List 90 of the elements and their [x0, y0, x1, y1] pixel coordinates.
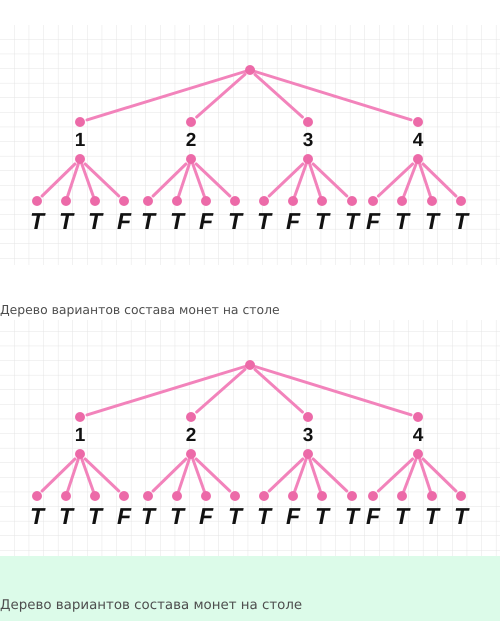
branch-line [268, 162, 304, 198]
leaf-letter: T [394, 505, 410, 528]
leaf-letter: T [58, 505, 74, 528]
branch-line [194, 458, 232, 492]
leaf-letter: T [88, 210, 102, 233]
figure-caption: Дерево вариантов состава монет на столе [0, 302, 280, 317]
branch-number: 1 [74, 424, 86, 448]
branch-line [422, 162, 458, 198]
leaf-letter: F [286, 210, 300, 233]
leaf-letter: T [454, 210, 468, 233]
tree-node [73, 117, 87, 164]
branch-number: 2 [186, 129, 196, 153]
leaf-letter: T [88, 505, 102, 528]
branch-line [80, 458, 95, 492]
leaf-letter: T [424, 210, 440, 233]
leaf-letter: T [314, 505, 330, 528]
branch-line [177, 162, 191, 198]
branch-line [402, 162, 418, 198]
tree-node [184, 117, 198, 164]
tree-node [73, 412, 87, 459]
branch-line [422, 458, 458, 492]
branch-line [195, 368, 246, 414]
branch-line [194, 162, 232, 198]
leaf-letter: T [256, 210, 272, 233]
leaf-letter: F [366, 210, 380, 233]
branch-number: 2 [186, 424, 196, 448]
leaf-letter: T [170, 505, 184, 528]
leaf-letter: F [366, 505, 380, 528]
tree-node [411, 412, 425, 459]
branch-line [191, 458, 206, 492]
leaf-letter: T [170, 210, 184, 233]
branch-line [254, 368, 304, 414]
tree-node [411, 117, 425, 164]
leaf-letter: T [454, 505, 468, 528]
branch-line [418, 458, 432, 492]
branch-line [312, 458, 348, 492]
leaf-letter: T [30, 505, 44, 528]
branch-line [86, 70, 246, 122]
leaf-letter: T [394, 210, 410, 233]
branch-line [177, 458, 191, 492]
branch-line [293, 458, 308, 492]
branch-line [66, 458, 80, 492]
branch-line [254, 70, 412, 122]
branch-line [152, 458, 188, 492]
branch-line [40, 162, 76, 198]
leaf-letter: T [344, 505, 360, 528]
leaf-letter: T [256, 505, 272, 528]
branch-line [195, 72, 246, 118]
branch-number: 3 [302, 129, 314, 153]
leaf-letter: T [228, 505, 242, 528]
branch-line [376, 458, 414, 492]
branch-line [418, 162, 432, 198]
branch-line [152, 162, 188, 198]
branch-line [308, 458, 322, 492]
leaf-letter: F [198, 505, 214, 528]
branch-number: 4 [412, 129, 424, 153]
branch-line [191, 162, 206, 198]
branch-line [66, 162, 80, 198]
branch-line [268, 458, 304, 492]
branch-line [254, 365, 412, 416]
branch-line [84, 458, 120, 492]
branch-line [402, 458, 418, 492]
branch-number: 4 [412, 424, 424, 448]
tree-node [301, 412, 315, 459]
branch-number: 3 [302, 424, 314, 448]
leaf-letter: F [198, 210, 214, 233]
leaf-letter: T [30, 210, 44, 233]
leaf-letter: T [140, 505, 156, 528]
branch-line [254, 73, 304, 118]
branch-line [308, 162, 322, 198]
leaf-letter: T [314, 210, 330, 233]
leaf-letter: T [228, 210, 242, 233]
leaf-letter: F [116, 210, 132, 233]
branch-line [80, 162, 95, 198]
leaf-letter: F [116, 505, 132, 528]
tree-node [301, 117, 315, 164]
leaf-letter: T [140, 210, 156, 233]
branch-line [86, 365, 246, 416]
branch-line [293, 162, 308, 198]
branch-line [376, 162, 414, 198]
figure-caption: Дерево вариантов состава монет на столе [0, 598, 302, 613]
leaf-letter: F [286, 505, 300, 528]
branch-number: 1 [74, 129, 86, 153]
leaf-letter: T [344, 210, 360, 233]
branch-line [40, 458, 76, 492]
leaf-letter: T [58, 210, 74, 233]
leaf-letter: T [424, 505, 440, 528]
branch-line [84, 162, 120, 198]
tree-node [184, 412, 198, 459]
branch-line [312, 162, 348, 198]
